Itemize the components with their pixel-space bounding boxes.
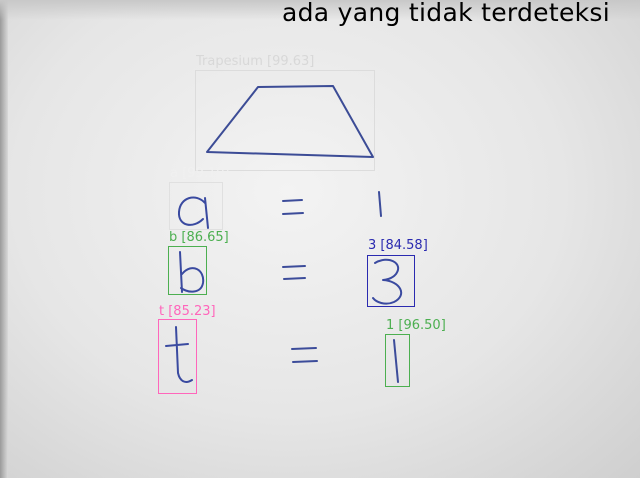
detection-label-1: 1 [96.50] [386, 318, 446, 333]
digit-1-top-drawing [378, 191, 382, 217]
detection-box-t [158, 319, 197, 394]
detection-label-3: 3 [84.58] [368, 238, 428, 253]
letter-b-drawing [179, 251, 205, 293]
letter-t-drawing [165, 326, 193, 383]
letter-a-drawing [177, 196, 209, 229]
detection-box-b [168, 246, 207, 295]
digit-1-bottom-drawing [393, 339, 399, 383]
bottom-strip [0, 478, 640, 483]
detection-box-3 [367, 255, 415, 307]
equals-sign-1-drawing [282, 199, 304, 215]
equals-sign-3-drawing [291, 347, 318, 363]
detection-box-trapesium [195, 70, 375, 171]
detection-label-trapesium: Trapesium [99.63] [196, 54, 315, 69]
detection-label-t: t [85.23] [159, 304, 216, 319]
trapezoid-drawing [206, 85, 374, 158]
detection-box-1 [385, 334, 410, 387]
equals-sign-2-drawing [282, 265, 306, 280]
detection-label-b: b [86.65] [169, 230, 229, 245]
detection-status-text: ada yang tidak terdeteksi [282, 0, 610, 27]
detection-label-a: a [99.10] [170, 166, 230, 181]
detection-box-a [169, 182, 223, 230]
digit-3-drawing [372, 258, 403, 305]
